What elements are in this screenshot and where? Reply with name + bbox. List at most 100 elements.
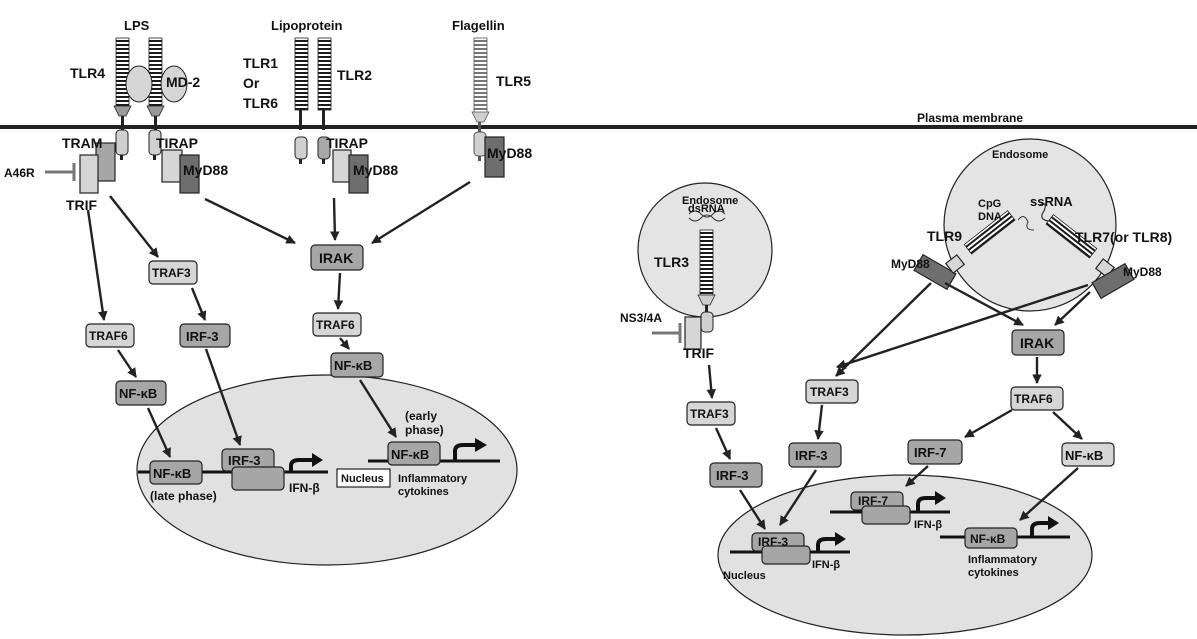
nucleus-left-label-box — [336, 468, 391, 488]
trif-label-right: TRIF — [683, 345, 715, 361]
traf6-mid-box — [312, 312, 362, 337]
late-phase-label: (late phase) — [150, 489, 217, 503]
tlr7-receptor — [1039, 203, 1098, 259]
lipoprotein-label: Lipoprotein — [271, 18, 343, 33]
nfkb-right-box — [1061, 442, 1115, 467]
irf3-left-box — [179, 323, 231, 348]
nucleus-right-ellipse — [717, 474, 1093, 636]
tlr2-label: TLR2 — [337, 67, 372, 83]
irf7-label: IRF-7 — [914, 445, 947, 460]
traf3-r1-label: TRAF3 — [690, 407, 729, 421]
ifnb-r1-label: IFN-β — [914, 519, 942, 531]
endosome-1-label: Endosome — [682, 195, 738, 207]
trif-box-right — [684, 316, 702, 350]
nucleus-nfkb-early-box — [387, 441, 441, 466]
dsrna-label: dsRNA — [688, 203, 725, 215]
ifnb-r1-arrowhead-icon — [935, 491, 946, 505]
tirap-label-2: TIRAP — [326, 135, 368, 151]
nucleus-nfkb-left-label: NF-κB — [153, 466, 191, 481]
traf3-r2-label: TRAF3 — [810, 385, 849, 399]
traf6-left-box — [85, 323, 135, 348]
tlr1-tlr2-receptor — [294, 37, 332, 164]
irak-right-box — [1011, 329, 1065, 356]
irf7-dimer-box — [861, 505, 911, 525]
tlr78-label: TLR7(or TLR8) — [1075, 229, 1172, 245]
tlr4-receptor — [113, 37, 188, 160]
nucleus-irf7-label: IRF-7 — [858, 494, 888, 508]
ifnb-left-arrowhead-icon — [312, 453, 323, 467]
traf6-left-label: TRAF6 — [89, 329, 128, 343]
irf3-r2-label: IRF-3 — [795, 448, 828, 463]
nucleus-nfkb-left-box — [149, 460, 203, 485]
ifnb-r1-arrow-icon — [916, 496, 935, 512]
ifnb-left-arrow-icon — [289, 458, 312, 472]
myd88-box-2 — [348, 154, 369, 194]
traf3-left-box — [148, 260, 198, 285]
irf3-r2-box — [788, 442, 842, 468]
endosome-2-label: Endosome — [992, 149, 1048, 161]
nfkb-left-label: NF-κB — [119, 386, 157, 401]
ifnb-r2-label: IFN-β — [812, 559, 840, 571]
traf3-left-label: TRAF3 — [152, 266, 191, 280]
flagellin-label: Flagellin — [452, 18, 505, 33]
traf6-right-box — [1010, 386, 1064, 411]
nucleus-nfkb-early-label: NF-κB — [391, 447, 429, 462]
tlr3-receptor — [688, 210, 726, 333]
traf6-mid-label: TRAF6 — [316, 318, 355, 332]
tram-label: TRAM — [62, 135, 102, 151]
nucleus-nfkb-right-label: NF-κB — [970, 532, 1006, 546]
irak-right-label: IRAK — [1020, 335, 1054, 351]
nucleus-right-label: Nucleus — [723, 570, 766, 582]
irf7-box — [907, 439, 963, 465]
pathway-arrows — [86, 180, 1091, 530]
nfkb-mid-box — [330, 352, 384, 378]
tlr5-label: TLR5 — [496, 73, 531, 89]
tlr1-label: TLR1 — [243, 55, 278, 71]
lps-label: LPS — [124, 18, 150, 33]
traf3-r2-box — [805, 379, 859, 404]
tlr5-receptor — [471, 37, 490, 161]
myd88-box-1 — [179, 154, 200, 194]
cytokine-right-arrowhead-icon — [1048, 516, 1059, 530]
nfkb-left-box — [115, 380, 167, 406]
irf3-r1-label: IRF-3 — [716, 468, 749, 483]
or-label: Or — [243, 75, 260, 91]
nfkb-right-label: NF-κB — [1065, 448, 1103, 463]
plasma-membrane-label: Plasma membrane — [917, 111, 1023, 125]
trif-box-left — [79, 154, 99, 194]
myd88-r2-box — [1091, 262, 1135, 300]
md2-label: MD-2 — [166, 74, 200, 90]
tlr9-label: TLR9 — [927, 228, 962, 244]
tirap-box-2 — [332, 149, 352, 183]
myd88-r1-box — [913, 253, 957, 291]
tlr6-label: TLR6 — [243, 95, 278, 111]
ns34a-label: NS3/4A — [620, 311, 662, 325]
ssrna-label: ssRNA — [1030, 194, 1073, 209]
myd88-label-2: MyD88 — [353, 162, 398, 178]
irf3-r1-box — [709, 462, 763, 488]
nucleus-left-label: Nucleus — [341, 473, 384, 485]
tlr4-label: TLR4 — [70, 65, 105, 81]
tlr9-receptor — [963, 210, 1035, 255]
nucleus-irf3-left-label: IRF-3 — [228, 453, 261, 468]
myd88-box-3 — [484, 136, 505, 178]
myd88-label-1: MyD88 — [183, 162, 228, 178]
ifnb-r2-arrow-icon — [816, 537, 835, 552]
myd88-r2-label: MyD88 — [1123, 265, 1162, 279]
irf3-right-dimer-box — [761, 545, 811, 565]
myd88-r1-label: MyD88 — [891, 257, 930, 271]
nfkb-mid-label: NF-κB — [334, 358, 372, 373]
ifnb-left-label: IFN-β — [289, 481, 320, 495]
trif-label-left: TRIF — [66, 197, 98, 213]
endosome-tlr9-tlr7 — [943, 138, 1117, 312]
md2-shape — [160, 65, 188, 103]
irf3-dimer-box — [231, 466, 285, 491]
nucleus-nfkb-right-box — [964, 527, 1018, 549]
tlr3-label: TLR3 — [654, 254, 689, 270]
